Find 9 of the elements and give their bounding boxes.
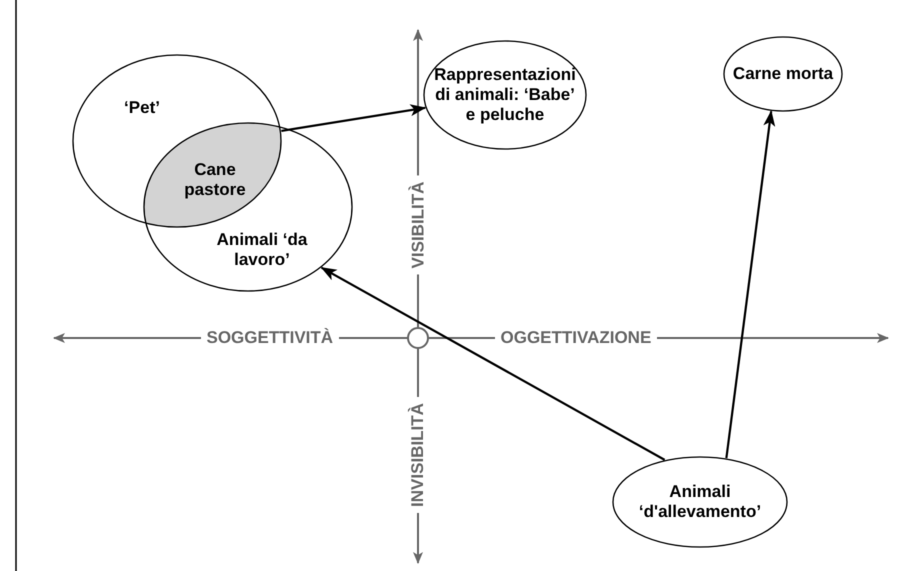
node-label: ‘Pet’ (123, 98, 161, 118)
node-label: Animali ‘da lavoro’ (216, 230, 308, 270)
node-label: Rappresentazioni di animali: ‘Babe’ e peluche (433, 65, 577, 125)
arrow (281, 104, 426, 132)
node-label: Animali ‘d'allevamento’ (638, 482, 762, 522)
node-label: Carne morta (732, 64, 834, 84)
node-label: Cane pastore (183, 160, 247, 200)
arrow (320, 266, 666, 461)
arrow (725, 110, 776, 458)
